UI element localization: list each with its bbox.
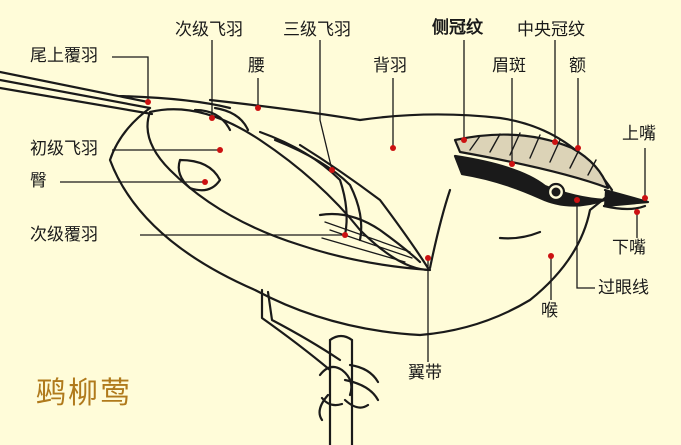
back-outline <box>208 98 614 192</box>
eye-stripe <box>453 154 607 207</box>
label-tail-coverts: 尾上覆羽 <box>30 46 98 66</box>
perch-top <box>328 334 354 342</box>
marker-forehead <box>575 145 581 151</box>
label-supercilium: 眉斑 <box>492 56 526 76</box>
leader-tertials <box>319 40 333 171</box>
label-lower-back: 腰 <box>248 56 265 76</box>
label-primaries: 初级飞羽 <box>30 139 98 159</box>
label-throat: 喉 <box>541 301 558 321</box>
wing-outline <box>146 108 432 272</box>
breast-line <box>428 188 452 270</box>
perch-branch <box>328 338 354 445</box>
marker-supercilium <box>509 161 515 167</box>
marker-lower-back <box>255 105 261 111</box>
label-upper-mandible: 上嘴 <box>622 124 656 144</box>
label-secondary-coverts: 次级覆羽 <box>30 225 98 245</box>
marker-eye-stripe <box>574 197 580 203</box>
marker-upper-mandible <box>642 195 648 201</box>
tail <box>0 70 232 116</box>
label-eye-stripe: 过眼线 <box>598 278 649 298</box>
leader-tail-coverts <box>112 56 149 102</box>
label-wing-bar: 翼带 <box>408 363 442 383</box>
rump-patch <box>177 158 222 192</box>
throat-line <box>498 230 542 240</box>
marker-primaries <box>217 147 223 153</box>
label-forehead: 额 <box>569 56 586 76</box>
marker-wing-bar <box>425 255 431 261</box>
lower-bill <box>602 204 647 211</box>
crown-stripe <box>453 133 610 190</box>
pupil <box>551 187 561 197</box>
marker-lateral-crown <box>461 137 467 143</box>
marker-back <box>390 145 396 151</box>
label-rump: 臀 <box>30 171 47 191</box>
crown-hatch <box>469 132 597 176</box>
label-secondaries: 次级飞羽 <box>175 20 243 40</box>
marker-secondaries <box>209 115 215 121</box>
body-outline <box>108 106 607 337</box>
label-central-crown-stripe: 中央冠纹 <box>517 20 585 40</box>
marker-lower-mandible <box>634 209 640 215</box>
wing-covert <box>318 212 422 264</box>
wing-feather-2 <box>273 138 363 242</box>
tertial-feathers <box>193 106 250 132</box>
wing-feather-3 <box>298 143 430 270</box>
marker-central-crown <box>552 139 558 145</box>
diagram-title: 鹀柳莺 <box>36 376 132 411</box>
marker-rump <box>202 179 208 185</box>
foot <box>318 365 380 422</box>
label-tertials: 三级飞羽 <box>283 20 351 40</box>
leg <box>260 288 342 372</box>
upper-bill <box>602 188 650 208</box>
toes <box>320 363 380 407</box>
marker-tertials <box>329 167 335 173</box>
marker-throat <box>548 253 554 259</box>
leader-eye-stripe <box>576 200 595 289</box>
label-lower-mandible: 下嘴 <box>612 238 646 258</box>
label-back: 背羽 <box>373 56 407 76</box>
marker-secondary-coverts <box>342 232 348 238</box>
marker-tail-coverts <box>145 99 151 105</box>
label-lateral-crown-stripe: 侧冠纹 <box>432 18 483 38</box>
wing-feather-1 <box>258 130 348 237</box>
